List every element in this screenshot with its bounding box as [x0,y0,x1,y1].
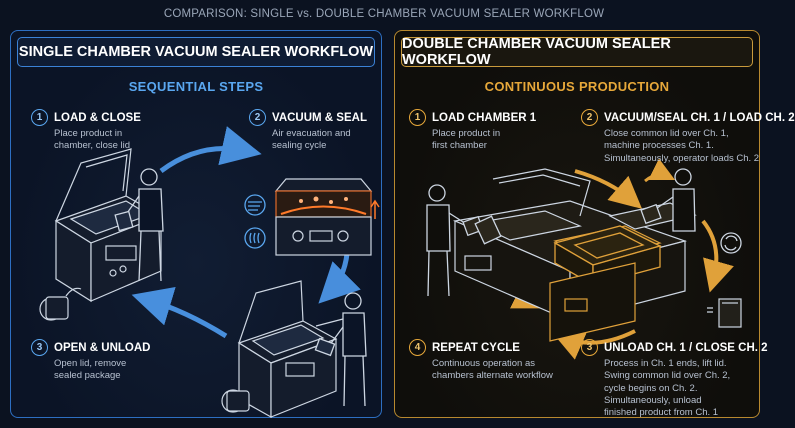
step-number-badge: 3 [581,339,598,356]
heat-seal-icon [244,227,266,249]
sealed-package-icon [707,298,742,328]
double-machine-front-unit [549,262,636,342]
step-number-badge: 1 [31,109,48,126]
single-subheader: SEQUENTIAL STEPS [128,79,264,94]
step-number-badge: 1 [409,109,426,126]
step-description: Place product in chamber, close lid [54,128,131,152]
single-step-3: 3 OPEN & UNLOAD Open lid, remove sealed … [31,339,150,383]
step-description: Air evacuation and sealing cycle [272,128,351,152]
open-chamber-lid [492,168,591,217]
step-description: Process in Ch. 1 ends, lift lid. Swing c… [604,358,731,419]
single-step-2: 2 VACUUM & SEAL Air evacuation and seali… [249,109,367,153]
single-panel-header: SINGLE CHAMBER VACUUM SEALER WORKFLOW [17,37,375,67]
step-number-badge: 2 [581,109,598,126]
cycle-arrow-1-to-2 [159,126,262,174]
step-title: OPEN & UNLOAD [54,341,151,354]
double-step-4: 4 REPEAT CYCLE Continuous operation as c… [409,339,553,383]
single-machine-unload [221,280,338,419]
step-number-badge: 2 [249,109,266,126]
step-title: UNLOAD CH. 1 / CLOSE CH. 2 [604,341,768,354]
step-number-badge: 4 [409,339,426,356]
step-number-badge: 3 [31,339,48,356]
step-title: LOAD CHAMBER 1 [432,111,537,124]
flow-arrow-top [574,169,643,209]
page-title: COMPARISON: SINGLE vs. DOUBLE CHAMBER VA… [163,8,605,20]
double-step-2: 2 VACUUM/SEAL CH. 1 / LOAD CH. 2 Close c… [581,109,795,165]
double-chamber-panel: DOUBLE CHAMBER VACUUM SEALER WORKFLOW CO… [394,30,795,418]
cycle-arrow-3-to-1 [131,287,228,339]
step-description: Close common lid over Ch. 1, machine pro… [604,128,760,164]
operator-figure-load [114,168,164,282]
flow-arrow-top-right [644,158,676,183]
single-step-1: 1 LOAD & CLOSE Place product in chamber,… [31,109,141,153]
operator-figure-unload [314,292,367,407]
step-description: Continuous operation as chambers alterna… [432,358,553,382]
step-title: REPEAT CYCLE [432,341,520,354]
single-machine-sealing [274,178,380,256]
air-evacuation-icon [244,194,266,216]
step-title: VACUUM & SEAL [272,111,367,124]
step-description: Place product in first chamber [432,128,501,152]
single-workflow-illustration [39,126,380,419]
single-chamber-panel: SINGLE CHAMBER VACUUM SEALER WORKFLOW SE… [10,30,382,419]
double-step-3: 3 UNLOAD CH. 1 / CLOSE CH. 2 Process in … [581,339,768,420]
double-panel-header: DOUBLE CHAMBER VACUUM SEALER WORKFLOW [401,36,753,68]
cycle-icon [720,232,742,254]
double-step-1: 1 LOAD CHAMBER 1 Place product in first … [409,109,536,153]
operator-figure-left [426,184,502,297]
flow-arrow-bottom [552,329,636,360]
flow-arrow-right [701,219,734,293]
step-title: VACUUM/SEAL CH. 1 / LOAD CH. 2 [604,111,795,124]
step-title: LOAD & CLOSE [54,111,141,124]
double-workflow-illustration [426,158,742,360]
step-description: Open lid, remove sealed package [54,358,127,382]
double-subheader: CONTINUOUS PRODUCTION [484,79,670,94]
operator-figure-right [640,168,696,232]
